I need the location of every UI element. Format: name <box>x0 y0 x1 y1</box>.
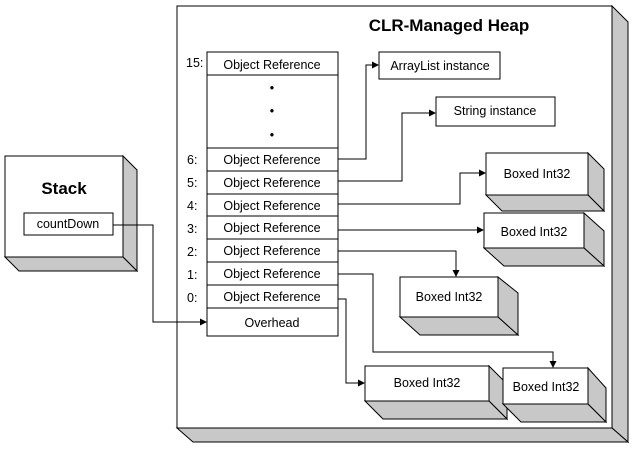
reference-arrow <box>338 109 436 182</box>
boxed-int32-label: Boxed Int32 <box>501 225 568 239</box>
reference-arrow <box>338 169 486 205</box>
boxed-int32-label: Boxed Int32 <box>504 167 571 181</box>
array-index-5: 5: <box>187 176 197 190</box>
countdown-variable-box <box>23 212 114 236</box>
array-slot-15: Object Reference <box>223 58 320 72</box>
ellipsis-dot: • <box>270 128 274 142</box>
heap-title: CLR-Managed Heap <box>369 16 530 35</box>
arraylist-instance-box: ArrayList instance <box>378 51 501 80</box>
array-slot-2: Object Reference <box>223 244 320 258</box>
array-object: 15: Object Reference • • • 6: Object Ref… <box>186 51 339 337</box>
array-slot-0: Object Reference <box>223 290 320 304</box>
array-slot-5: Object Reference <box>223 176 320 190</box>
array-index-3: 3: <box>187 222 197 236</box>
array-index-4: 4: <box>187 199 197 213</box>
reference-arrow <box>338 298 365 387</box>
boxed-int32-box: Boxed Int32 <box>398 275 520 337</box>
array-slot-3: Object Reference <box>223 221 320 235</box>
array-slot-6: Object Reference <box>223 153 320 167</box>
ellipsis-dot: • <box>270 104 274 118</box>
countdown-reference-arrow <box>113 224 207 326</box>
countdown-label: countDown <box>37 217 100 231</box>
ellipsis-dot: • <box>270 81 274 95</box>
array-index-6: 6: <box>187 153 197 167</box>
array-slot-4: Object Reference <box>223 199 320 213</box>
boxed-int32-box: Boxed Int32 <box>501 366 608 424</box>
array-slot-1: Object Reference <box>223 267 320 281</box>
array-index-2: 2: <box>187 245 197 259</box>
array-index-15: 15: <box>186 56 203 70</box>
array-index-1: 1: <box>187 268 197 282</box>
boxed-int32-box: Boxed Int32 <box>363 364 509 421</box>
string-label: String instance <box>454 104 537 118</box>
reference-arrow <box>338 61 379 160</box>
boxed-int32-label: Boxed Int32 <box>513 380 580 394</box>
array-index-0: 0: <box>187 291 197 305</box>
reference-arrow <box>338 273 557 368</box>
reference-arrow <box>338 250 460 277</box>
boxed-int32-label: Boxed Int32 <box>416 290 483 304</box>
string-instance-box: String instance <box>435 96 556 127</box>
boxed-int32-box: Boxed Int32 <box>484 151 606 213</box>
boxed-int32-box: Boxed Int32 <box>482 211 606 268</box>
stack-container: Stack countDown <box>3 154 139 273</box>
arraylist-label: ArrayList instance <box>390 59 489 73</box>
boxed-int32-label: Boxed Int32 <box>394 376 461 390</box>
array-overhead: Overhead <box>245 316 300 330</box>
stack-title: Stack <box>41 179 87 198</box>
